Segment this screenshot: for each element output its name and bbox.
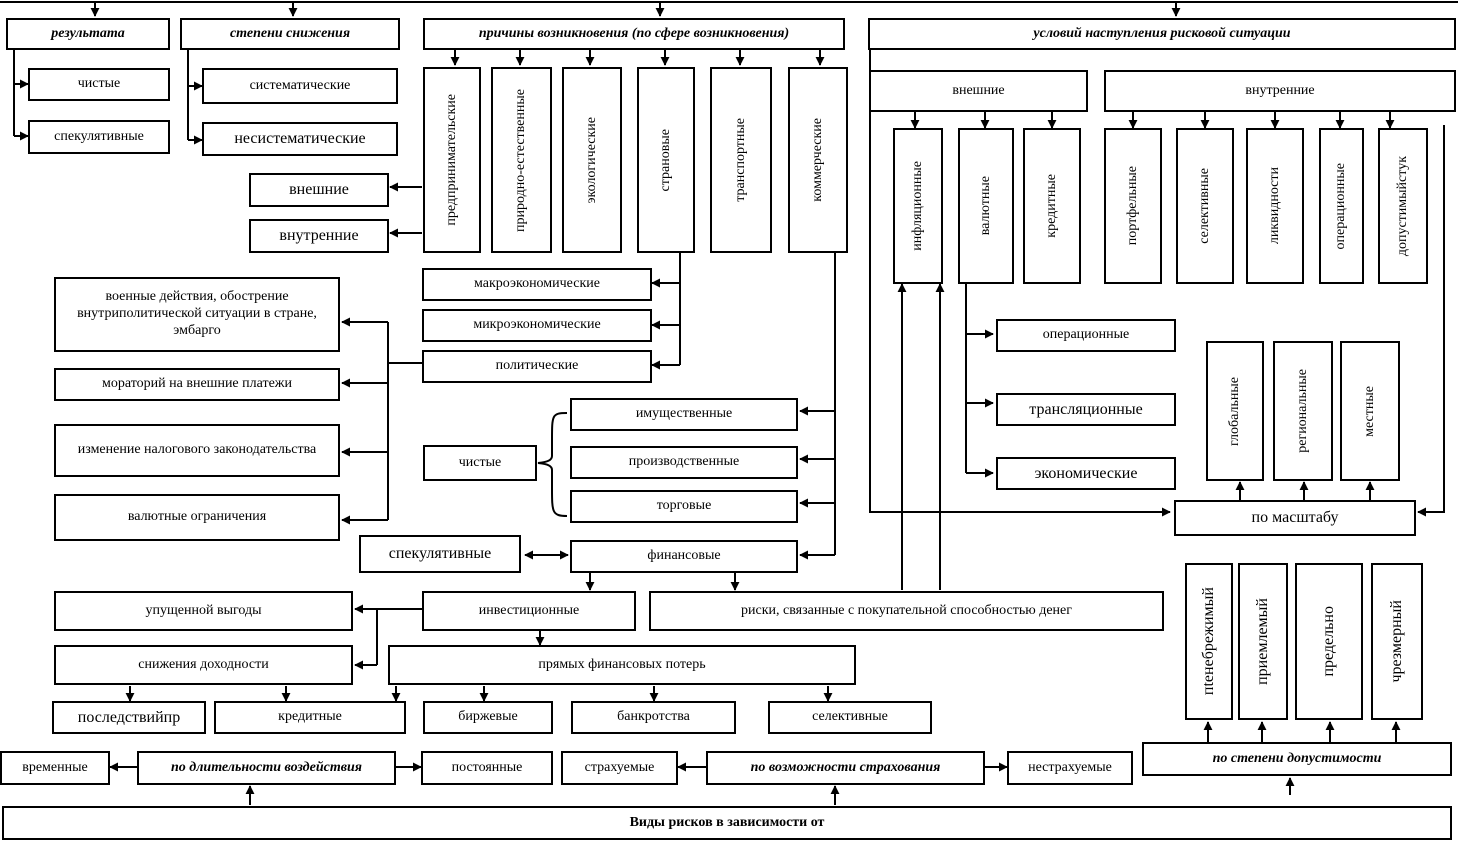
- tolerance-negligible-label: пtенебрежимый: [1200, 587, 1218, 696]
- country-political: политические: [422, 350, 652, 383]
- internal-selective-label: селективные: [1196, 168, 1212, 244]
- external-currency-label: валютные: [977, 176, 993, 236]
- income-drop-box: снижения доходности: [54, 645, 353, 685]
- business-internal: внутренние: [249, 219, 389, 253]
- criterion-reduction: степени снижения: [180, 18, 400, 50]
- cause-ecological-label: экологические: [583, 116, 599, 204]
- country-macro: макроэкономические: [422, 268, 652, 301]
- investment-credit-box: кредитные: [214, 701, 406, 734]
- external-credit: кредитные: [1023, 128, 1081, 284]
- duration-temporary: временные: [0, 751, 110, 785]
- commercial-speculative: спекулятивные: [359, 535, 521, 573]
- cause-natural: природно-естественные: [491, 67, 552, 253]
- commercial-property: имущественные: [570, 398, 798, 431]
- commercial-production: производственные: [570, 446, 798, 479]
- cause-transport-label: транспортные: [732, 118, 748, 202]
- country-micro: микроэкономические: [422, 309, 652, 342]
- tolerance-critical-label: предельно: [1320, 606, 1338, 677]
- conditions-internal: внутренние: [1104, 70, 1456, 112]
- insurance-uninsurable: нестрахуемые: [1007, 751, 1133, 785]
- tolerance-negligible: пtенебрежимый: [1185, 563, 1233, 720]
- scale-global-label: глобальные: [1226, 376, 1242, 446]
- duration-permanent: постоянные: [421, 751, 553, 785]
- consequences-box: последствийпр: [52, 701, 206, 734]
- commercial-pure: чистые: [423, 445, 537, 481]
- lost-profit-box: упущенной выгоды: [54, 591, 353, 631]
- tolerance-excessive-label: чрезмерный: [1388, 600, 1406, 683]
- cause-entrepreneurial-label: предпринимательские: [443, 94, 459, 226]
- political-war: военные действия, обострение внутриполит…: [54, 277, 340, 352]
- criterion-insurance: по возможности страхования: [706, 751, 985, 785]
- scale-local-label: местные: [1361, 385, 1377, 437]
- cause-commercial-label: коммерческие: [809, 118, 825, 202]
- conditions-external: внешние: [869, 70, 1088, 112]
- internal-selective: селективные: [1176, 128, 1234, 284]
- political-moratorium: мораторий на внешние платежи: [54, 368, 340, 401]
- cause-country: страновые: [637, 67, 695, 253]
- investment-box: инвестиционные: [422, 591, 636, 631]
- bankruptcy-box: банкротства: [571, 701, 736, 734]
- external-currency: валютные: [958, 128, 1014, 284]
- investment-selective-box: селективные: [768, 701, 932, 734]
- external-inflation: инфляционные: [893, 128, 943, 284]
- political-tax: изменение налогового законодательства: [54, 424, 340, 477]
- cause-entrepreneurial: предпринимательские: [423, 67, 481, 253]
- currency-operational: операционные: [996, 319, 1176, 352]
- reduction-systematic: систематические: [202, 68, 398, 104]
- internal-acceptable: допустимыйстук: [1378, 128, 1428, 284]
- criterion-duration: по длительности воздействия: [137, 751, 396, 785]
- internal-portfolio-label: портфельные: [1124, 166, 1140, 246]
- criterion-conditions: условий наступления рисковой ситуации: [868, 18, 1456, 50]
- cause-country-label: страновые: [657, 128, 673, 192]
- exchange-box: биржевые: [423, 701, 553, 734]
- result-pure: чистые: [28, 68, 170, 101]
- scale-global: глобальные: [1206, 341, 1264, 481]
- cause-commercial: коммерческие: [788, 67, 848, 253]
- criterion-cause: причины возникновения (по сфере возникно…: [423, 18, 845, 50]
- currency-translational: трансляционные: [996, 393, 1176, 426]
- tolerance-critical: предельно: [1295, 563, 1363, 720]
- currency-economic: экономические: [996, 457, 1176, 490]
- cause-natural-label: природно-естественные: [513, 88, 529, 232]
- commercial-financial: финансовые: [570, 540, 798, 573]
- purchasing-power-box: риски, связанные с покупательной способн…: [649, 591, 1164, 631]
- scale-regional: региональные: [1273, 341, 1333, 481]
- root-box: Виды рисков в зависимости от: [2, 806, 1452, 840]
- cause-transport: транспортные: [710, 67, 772, 253]
- scale-local: местные: [1340, 341, 1400, 481]
- internal-liquidity-label: ликвидности: [1266, 167, 1282, 245]
- internal-operational: операционные: [1319, 128, 1364, 284]
- cause-ecological: экологические: [562, 67, 622, 253]
- criterion-scale: по масштабу: [1174, 500, 1416, 536]
- tolerance-acceptable-label: приемлемый: [1254, 598, 1272, 685]
- political-currency: валютные ограничения: [54, 494, 340, 541]
- tolerance-acceptable: приемлемый: [1238, 563, 1288, 720]
- internal-operational-label: операционные: [1333, 162, 1349, 250]
- external-credit-label: кредитные: [1043, 174, 1059, 238]
- reduction-unsystematic: несистематические: [202, 122, 398, 156]
- external-inflation-label: инфляционные: [909, 161, 925, 251]
- criterion-tolerance: по степени допустимости: [1142, 742, 1452, 776]
- internal-liquidity: ликвидности: [1246, 128, 1304, 284]
- commercial-trade: торговые: [570, 490, 798, 523]
- internal-portfolio: портфельные: [1104, 128, 1162, 284]
- direct-losses-box: прямых финансовых потерь: [388, 645, 856, 685]
- result-speculative: спекулятивные: [28, 120, 170, 154]
- insurance-insurable: страхуемые: [561, 751, 678, 785]
- scale-regional-label: региональные: [1294, 369, 1310, 453]
- tolerance-excessive: чрезмерный: [1371, 563, 1423, 720]
- criterion-result: результата: [6, 18, 170, 50]
- business-external: внешние: [249, 173, 389, 207]
- internal-acceptable-label: допустимыйстук: [1394, 155, 1410, 257]
